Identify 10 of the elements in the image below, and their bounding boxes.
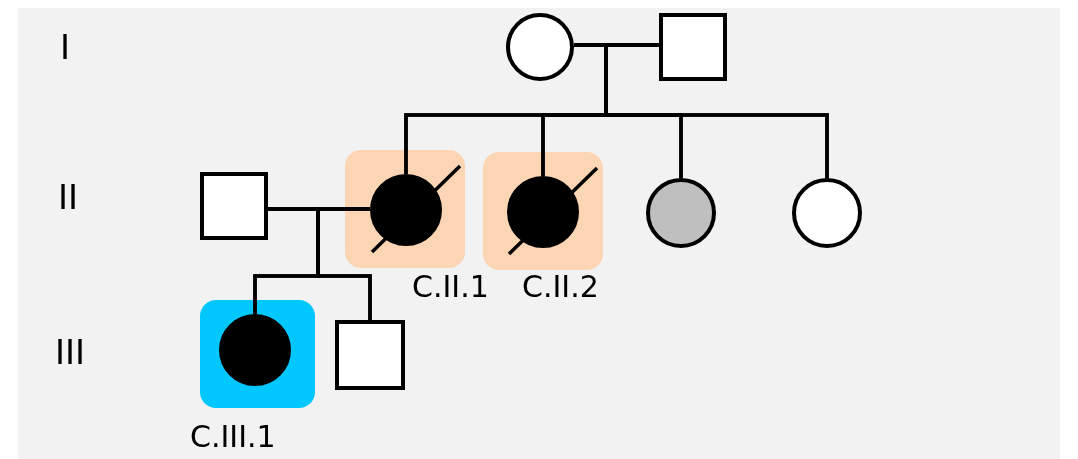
generation-numeral: I <box>60 30 71 64</box>
square-symbol <box>659 13 727 81</box>
generation-numeral: II <box>58 180 79 214</box>
individual-id: C.III.1 <box>190 422 276 452</box>
square-symbol <box>200 172 268 240</box>
individual-id: C.II.1 <box>412 272 489 302</box>
generation-numeral: III <box>55 335 86 369</box>
square-symbol <box>335 320 405 390</box>
individual-id: C.II.2 <box>522 272 599 302</box>
pedigree-line <box>316 207 372 320</box>
